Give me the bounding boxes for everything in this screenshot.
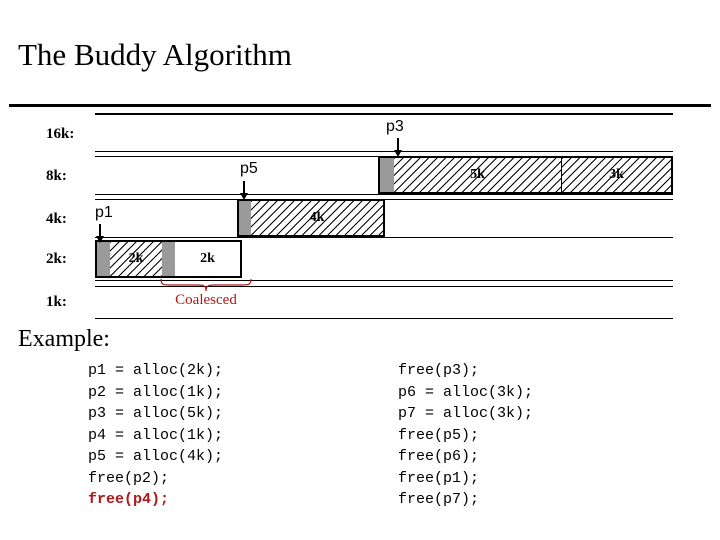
block-segment-header-gray (239, 201, 251, 235)
code-right-line-3: free(p5); (398, 426, 480, 444)
pointer-arrow-p3-icon (394, 138, 402, 157)
coalesced-brace-icon (160, 279, 252, 291)
code-left-line-3: p4 = alloc(1k); (88, 426, 224, 444)
block-label-2k-allocated: 2k (128, 251, 144, 266)
pointer-arrow-p1-icon (96, 224, 104, 243)
row-label-8k: 8k: (46, 168, 67, 184)
block-segment-4k: 4k (251, 201, 383, 235)
row-label-2k: 2k: (46, 251, 67, 267)
row-label-1k: 1k: (46, 294, 67, 310)
code-right-line-1: p6 = alloc(3k); (398, 383, 534, 401)
title-divider (9, 104, 711, 107)
block-segment-3k: 3k (561, 158, 671, 192)
memory-block-2k-row[interactable]: 2k 2k (95, 240, 242, 278)
grid-line-top (95, 113, 673, 115)
block-label-5k: 5k (470, 167, 485, 182)
block-segment-5k: 5k (394, 158, 561, 192)
code-right-line-6: free(p7); (398, 491, 480, 508)
block-segment-header-gray-2 (162, 242, 175, 276)
grid-line-bottom (95, 318, 673, 319)
block-segment-2k-free: 2k (175, 242, 240, 276)
code-left-line-5: free(p2); (88, 469, 170, 487)
grid-line-8k-bottom (95, 194, 673, 195)
code-right-line-2: p7 = alloc(3k); (398, 405, 534, 422)
page-title: The Buddy Algorithm (18, 37, 292, 72)
row-label-16k: 16k: (46, 126, 75, 142)
pointer-label-p3: p3 (386, 118, 404, 135)
code-right-line-5: free(p1); (398, 469, 480, 487)
code-left-line-0: p1 = alloc(2k); (88, 362, 224, 379)
coalesced-annotation-label: Coalesced (175, 292, 237, 308)
code-left-line-6: free(p4); (88, 491, 170, 508)
code-listing-left: p1 = alloc(2k); p2 = alloc(1k); p3 = alloc… (88, 360, 223, 511)
block-segment-header-gray (380, 158, 394, 192)
grid-line-1k-top (95, 286, 673, 287)
code-right-line-0: free(p3); (398, 362, 480, 379)
block-label-2k-free: 2k (200, 251, 215, 266)
code-left-line-2: p3 = alloc(5k); (88, 405, 224, 422)
pointer-arrow-p5-icon (240, 181, 248, 200)
memory-block-8k-row[interactable]: 5k 3k (378, 156, 673, 194)
example-heading: Example: (18, 326, 110, 352)
memory-block-4k-row[interactable]: 4k (237, 199, 385, 237)
pointer-label-p5: p5 (240, 160, 258, 177)
code-left-line-1: p2 = alloc(1k); (88, 383, 224, 401)
grid-line-2k-bottom (95, 280, 673, 281)
pointer-label-p1: p1 (95, 204, 113, 221)
code-left-line-4: p5 = alloc(4k); (88, 448, 224, 465)
code-right-line-4: free(p6); (398, 448, 480, 465)
block-label-4k: 4k (309, 210, 325, 225)
row-label-4k: 4k: (46, 211, 67, 227)
block-label-3k: 3k (609, 167, 624, 182)
grid-line-4k-bottom (95, 237, 673, 238)
block-segment-header-gray (97, 242, 110, 276)
buddy-allocation-diagram: 16k: 8k: 4k: 2k: 1k: 5k 3k 4k (46, 113, 673, 319)
grid-line-16k-bottom (95, 151, 673, 152)
block-segment-2k-allocated: 2k (110, 242, 162, 276)
code-listing-right: free(p3); p6 = alloc(3k); p7 = alloc(3k); f… (398, 360, 533, 511)
